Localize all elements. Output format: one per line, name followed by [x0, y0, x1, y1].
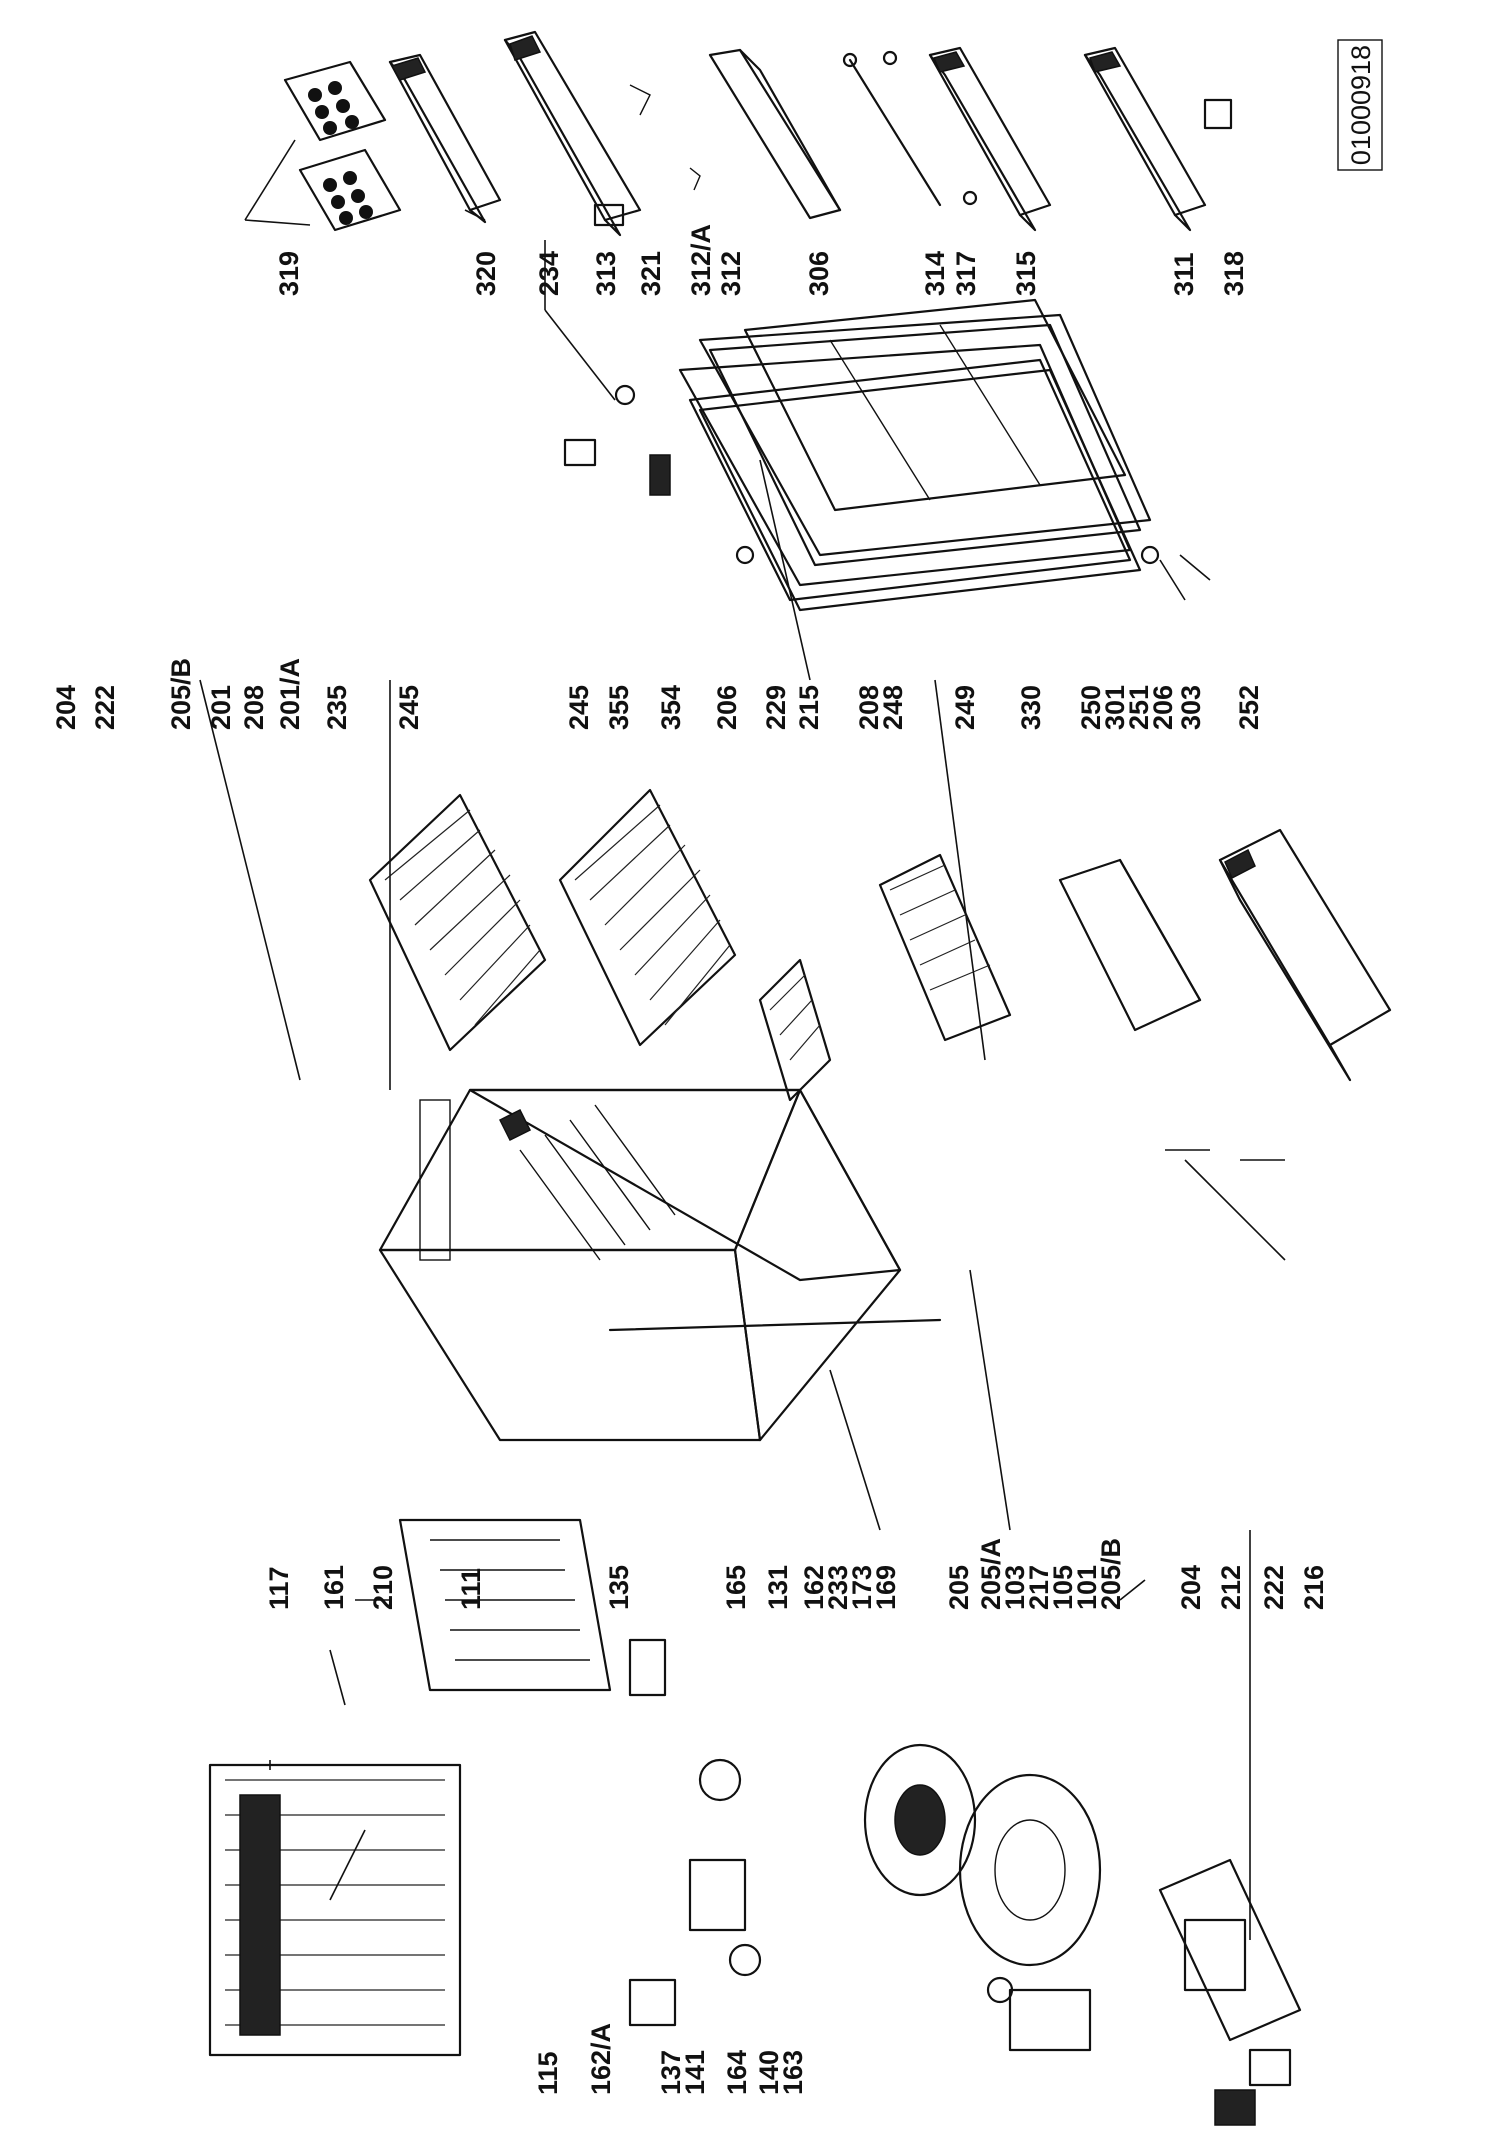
evaporator-plate: [398, 1518, 612, 1692]
callout-137: 137: [656, 2050, 686, 2095]
callout-245-lower: 245: [564, 685, 594, 730]
callout-330: 330: [1016, 685, 1046, 730]
callout-115: 115: [533, 2051, 563, 2095]
callout-208-top: 208: [239, 685, 269, 730]
callout-205b-bottom: 205/B: [1096, 1538, 1126, 1610]
door-shelf-315: [842, 46, 1052, 232]
callout-103: 103: [1000, 1565, 1030, 1610]
callout-206-b: 206: [1148, 685, 1178, 730]
condenser-coil: [208, 1763, 462, 2057]
callout-229: 229: [761, 685, 791, 730]
door-assembly: [563, 298, 1160, 612]
callout-161: 161: [319, 1565, 349, 1610]
callout-169: 169: [871, 1565, 901, 1610]
egg-trays: [283, 60, 402, 232]
callout-222-bottom: 222: [1259, 1565, 1289, 1610]
callout-215: 215: [794, 685, 824, 730]
door-shelf-306: [629, 48, 842, 220]
callout-117: 117: [264, 1566, 294, 1610]
callout-355: 355: [604, 685, 634, 730]
document-id-box: 01000918: [1337, 39, 1383, 171]
callout-201a: 201/A: [275, 658, 305, 730]
callout-216: 216: [1299, 1565, 1329, 1610]
callout-labels: 319 320 234 313 321 312/A 312 306 314 31…: [51, 224, 1329, 2095]
callout-212: 212: [1216, 1565, 1246, 1610]
callout-162: 162: [799, 1565, 829, 1610]
callout-205: 205: [944, 1565, 974, 1610]
callout-312a: 312/A: [686, 224, 716, 296]
callout-165: 165: [721, 1565, 751, 1610]
callout-251: 251: [1124, 685, 1154, 730]
callout-235: 235: [322, 685, 352, 730]
callout-205a: 205/A: [976, 1538, 1006, 1610]
callout-248: 248: [878, 685, 908, 730]
base-plate: [1158, 1858, 1302, 2042]
callout-303: 303: [1176, 685, 1206, 730]
callout-163: 163: [778, 2050, 808, 2095]
callout-306: 306: [804, 251, 834, 296]
crisper-drawer: [1218, 828, 1392, 1082]
callout-245-upper: 245: [394, 685, 424, 730]
callout-234: 234: [534, 251, 564, 296]
callout-313: 313: [591, 251, 621, 296]
leader-lines: [199, 139, 1286, 1940]
cabinet-body: [378, 1088, 942, 1442]
callout-317: 317: [951, 251, 981, 296]
callout-217: 217: [1024, 1565, 1054, 1610]
callout-131: 131: [763, 1565, 793, 1610]
callout-205b-top: 205/B: [166, 658, 196, 730]
callout-162a: 162/A: [586, 2023, 616, 2095]
door-shelf-320: [388, 53, 502, 224]
callout-320: 320: [471, 251, 501, 296]
fan-motor: [863, 1743, 977, 1897]
wire-shelf-lower: [558, 788, 737, 1047]
callout-135: 135: [604, 1565, 634, 1610]
callout-318: 318: [1219, 251, 1249, 296]
callout-164: 164: [722, 2050, 752, 2095]
callout-321: 321: [636, 251, 666, 296]
callout-250: 250: [1076, 685, 1106, 730]
callout-140: 140: [754, 2050, 784, 2095]
callout-101: 101: [1072, 1565, 1102, 1610]
wire-shelf-upper: [368, 793, 547, 1052]
callout-249: 249: [950, 685, 980, 730]
callout-233: 233: [823, 1565, 853, 1610]
door-shelf-313: [503, 30, 642, 237]
callout-208-b: 208: [854, 685, 884, 730]
callout-301: 301: [1100, 685, 1130, 730]
door-shelf-311: [1083, 46, 1233, 232]
glass-shelf-251: [1058, 858, 1202, 1032]
document-id: 01000918: [1346, 45, 1376, 165]
crisper-glass-shelf: [758, 853, 1012, 1102]
callout-201: 201: [206, 685, 236, 730]
callout-319: 319: [274, 251, 304, 296]
callout-210: 210: [368, 1565, 398, 1610]
callout-311: 311: [1169, 252, 1199, 296]
callout-204-bottom: 204: [1176, 1565, 1206, 1610]
callout-204-top: 204: [51, 685, 81, 730]
callout-173: 173: [847, 1565, 877, 1610]
callout-141: 141: [680, 2050, 710, 2095]
control-parts: [628, 1638, 1292, 2126]
callout-206-a: 206: [712, 685, 742, 730]
callout-354: 354: [656, 685, 686, 730]
callout-222-top: 222: [90, 685, 120, 730]
callout-314: 314: [920, 251, 950, 296]
callout-111: 111: [456, 1568, 486, 1610]
callout-252: 252: [1234, 685, 1264, 730]
callout-315: 315: [1011, 251, 1041, 296]
callout-312: 312: [716, 251, 746, 296]
callout-105: 105: [1048, 1565, 1078, 1610]
compressor: [958, 1773, 1102, 2004]
